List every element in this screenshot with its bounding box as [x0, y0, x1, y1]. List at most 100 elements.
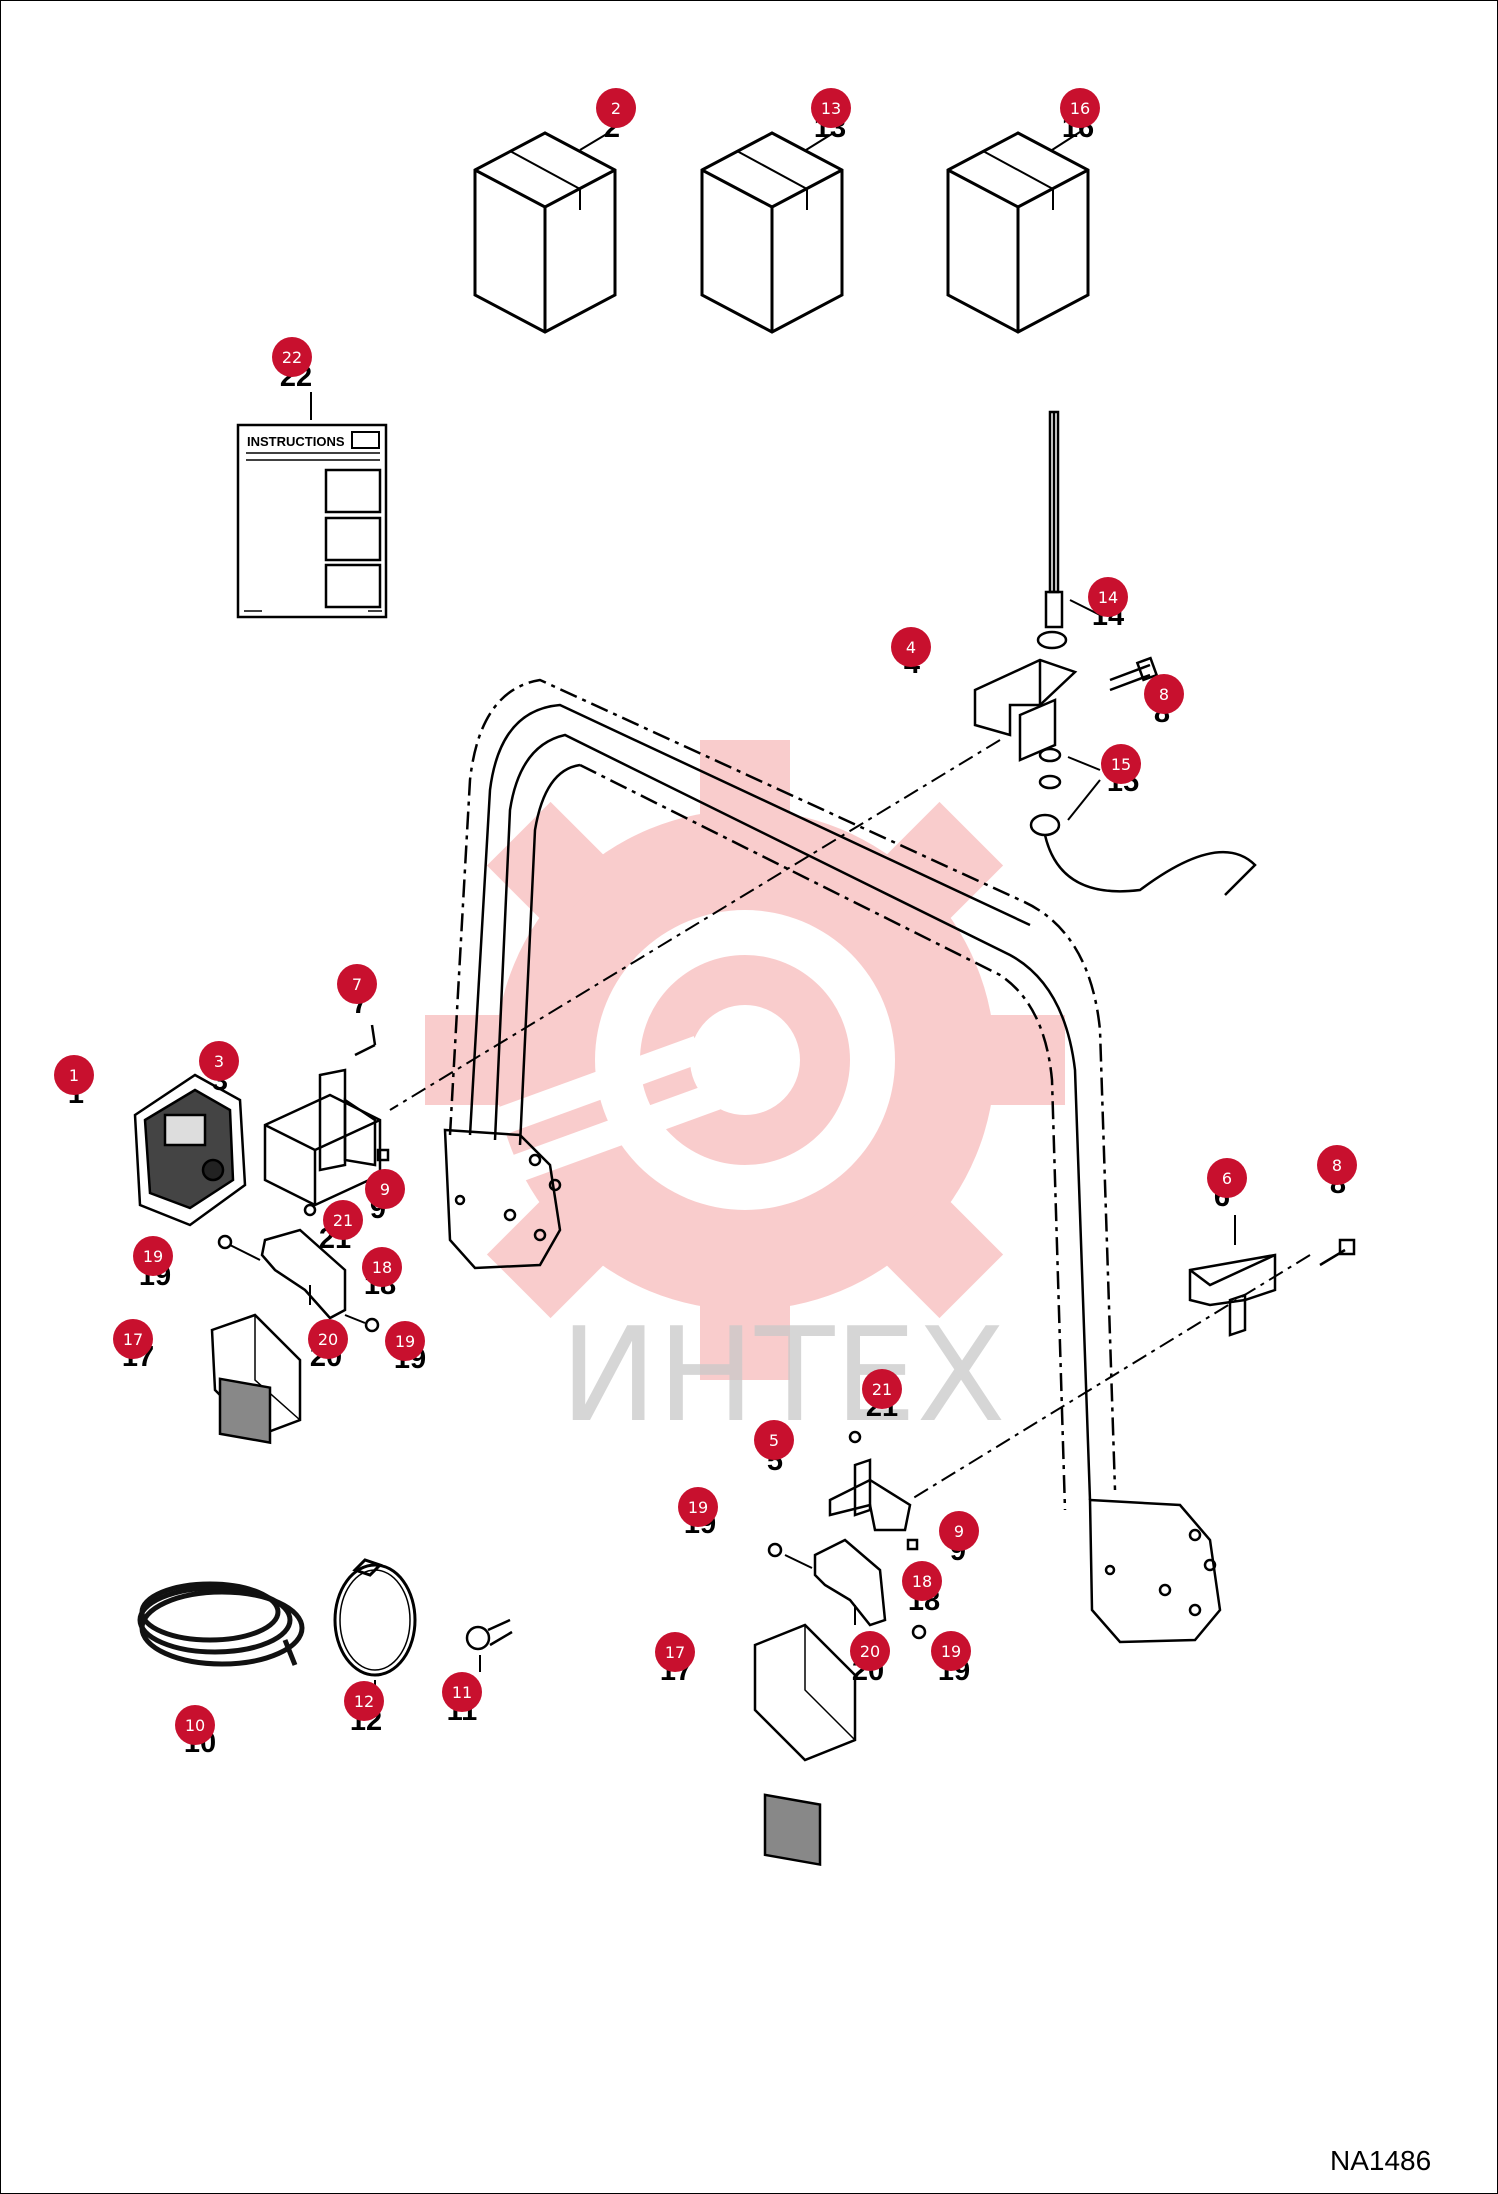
- callout-badge-label: 20: [318, 1330, 338, 1349]
- radio-bracket: [263, 1024, 390, 1207]
- box-part-2: [473, 131, 617, 334]
- callout-badge-circle: [337, 964, 377, 1004]
- callout-badge-label: 17: [123, 1330, 143, 1349]
- callout-badge-label: 5: [769, 1431, 779, 1450]
- callout-badge-label: 19: [395, 1332, 415, 1351]
- callout-badge[interactable]: 2: [596, 88, 636, 128]
- hose-clamp: [333, 1558, 417, 1695]
- radio-unit: [133, 1073, 247, 1227]
- callout-badge-label: 17: [665, 1643, 685, 1662]
- callout-badge[interactable]: 13: [811, 88, 851, 128]
- callout-badge[interactable]: 20: [308, 1319, 348, 1359]
- callout-badge[interactable]: 22: [272, 337, 312, 377]
- callout-badge-label: 15: [1111, 755, 1131, 774]
- speaker-bracket-lower: [767, 1538, 927, 1640]
- bracket-right: [1188, 1215, 1356, 1337]
- box-part-13: [700, 131, 844, 334]
- callout-badge-label: 8: [1159, 685, 1169, 704]
- callout-badge-circle: [1144, 674, 1184, 714]
- callout-badge[interactable]: 15: [1101, 744, 1141, 784]
- callout-badge-circle: [272, 337, 312, 377]
- callout-badge-label: 21: [333, 1211, 353, 1230]
- callout-badge[interactable]: 16: [1060, 88, 1100, 128]
- box-part-16: [946, 131, 1090, 334]
- callout-badge[interactable]: 11: [442, 1672, 482, 1712]
- callout-badge-circle: [1060, 88, 1100, 128]
- callout-badge[interactable]: 8: [1144, 674, 1184, 714]
- callout-badge-label: 19: [688, 1498, 708, 1517]
- callout-badge[interactable]: 10: [175, 1705, 215, 1745]
- callout-badge-circle: [939, 1511, 979, 1551]
- callout-badge[interactable]: 18: [902, 1561, 942, 1601]
- ring-terminal: [465, 1618, 513, 1672]
- wire-harness: [137, 1581, 305, 1667]
- callout-badge-circle: [850, 1631, 890, 1671]
- rops-frame: [443, 678, 1222, 1644]
- callout-badge-label: 3: [214, 1052, 224, 1071]
- callout-badge[interactable]: 18: [362, 1247, 402, 1287]
- callout-badge-circle: [1207, 1158, 1247, 1198]
- callout-badge[interactable]: 17: [113, 1319, 153, 1359]
- callout-badge-label: 18: [372, 1258, 392, 1277]
- callout-badge[interactable]: 7: [337, 964, 377, 1004]
- callout-badge-label: 4: [906, 638, 916, 657]
- callout-badge-circle: [365, 1169, 405, 1209]
- callout-badge[interactable]: 4: [891, 627, 931, 667]
- callout-badge[interactable]: 3: [199, 1041, 239, 1081]
- callout-badge[interactable]: 5: [754, 1420, 794, 1460]
- callout-badge-circle: [54, 1055, 94, 1095]
- callout-badge-circle: [113, 1319, 153, 1359]
- callout-badge[interactable]: 21: [862, 1369, 902, 1409]
- reference-code: NA1486: [1330, 2145, 1431, 2176]
- callout-badge-circle: [862, 1369, 902, 1409]
- callout-badge-circle: [133, 1236, 173, 1276]
- antenna-cable: [1029, 747, 1257, 896]
- antenna-bracket: [973, 656, 1159, 762]
- callout-badge[interactable]: 19: [133, 1236, 173, 1276]
- callout-badge[interactable]: 9: [939, 1511, 979, 1551]
- callout-badge-label: 13: [821, 99, 841, 118]
- callout-badge[interactable]: 19: [385, 1321, 425, 1361]
- callout-badge-circle: [902, 1561, 942, 1601]
- callout-badge-label: 9: [954, 1522, 964, 1541]
- callout-badge[interactable]: 9: [365, 1169, 405, 1209]
- callout-badge[interactable]: 21: [323, 1200, 363, 1240]
- callout-badge[interactable]: 19: [931, 1631, 971, 1671]
- callout-badge-label: 1: [69, 1066, 79, 1085]
- callout-badge-circle: [442, 1672, 482, 1712]
- callout-badge-circle: [362, 1247, 402, 1287]
- callout-badge-label: 8: [1332, 1156, 1342, 1175]
- callout-badge[interactable]: 8: [1317, 1145, 1357, 1185]
- callout-badge[interactable]: 12: [344, 1681, 384, 1721]
- callout-badge[interactable]: 1: [54, 1055, 94, 1095]
- callout-badge-circle: [754, 1420, 794, 1460]
- callout-badge-circle: [344, 1681, 384, 1721]
- callout-badge-circle: [1317, 1145, 1357, 1185]
- callout-badge-label: 10: [185, 1716, 205, 1735]
- callout-badge-label: 14: [1098, 588, 1118, 607]
- callout-badge-label: 11: [452, 1683, 472, 1702]
- callout-badge-circle: [891, 627, 931, 667]
- callout-badge-circle: [596, 88, 636, 128]
- speaker-bracket-left: [217, 1203, 380, 1333]
- callout-badge[interactable]: 19: [678, 1487, 718, 1527]
- callout-badge-circle: [323, 1200, 363, 1240]
- box-leader-lines: [579, 131, 1081, 151]
- callout-badge[interactable]: 20: [850, 1631, 890, 1671]
- callout-badge-circle: [385, 1321, 425, 1361]
- callout-badge-label: 20: [860, 1642, 880, 1661]
- callout-badge-circle: [308, 1319, 348, 1359]
- callout-badge[interactable]: 14: [1088, 577, 1128, 617]
- callout-badge-label: 2: [611, 99, 621, 118]
- callout-badge-circle: [655, 1632, 695, 1672]
- callout-badge-circle: [1088, 577, 1128, 617]
- callout-badge-label: 18: [912, 1572, 932, 1591]
- callout-badge-circle: [931, 1631, 971, 1671]
- instructions-sheet: [236, 392, 388, 619]
- speaker-left: [210, 1313, 302, 1445]
- callout-badge-label: 16: [1070, 99, 1090, 118]
- callout-badge[interactable]: 6: [1207, 1158, 1247, 1198]
- callout-badge[interactable]: 17: [655, 1632, 695, 1672]
